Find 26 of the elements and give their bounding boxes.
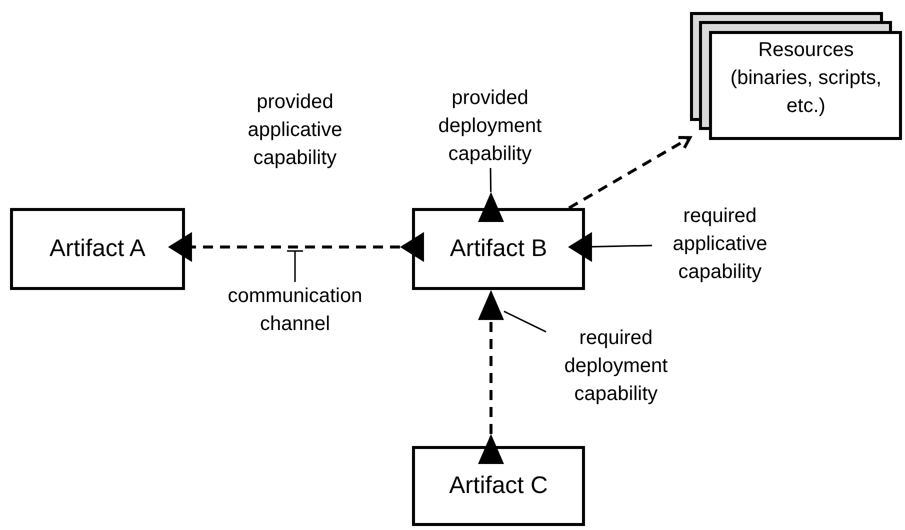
leader-line [490, 168, 492, 192]
capability-triangle [478, 290, 504, 320]
artifact-box [412, 446, 585, 526]
capability-triangle [568, 232, 592, 262]
capability-triangle [478, 434, 504, 464]
capability-label: required deployment capability [546, 324, 686, 408]
dashed-connector [490, 320, 492, 434]
artifact-name: Artifact C [449, 472, 548, 500]
dashed-connector [192, 246, 400, 248]
stacked-resources-box [690, 12, 902, 140]
leader-line [286, 250, 304, 282]
artifact-name: Artifact B [450, 235, 548, 263]
artifact-name: Artifact A [49, 235, 146, 263]
leader-line [592, 244, 652, 248]
capability-label: provided applicative capability [246, 90, 344, 171]
leader-line [504, 310, 546, 333]
artifact-box [10, 208, 185, 290]
artifact-box [412, 208, 585, 290]
capability-label: provided deployment capability [420, 84, 560, 168]
capability-triangle [168, 232, 192, 262]
dashed-connector [568, 136, 692, 210]
resources-text: Resources (binaries, scripts, etc.) [729, 38, 883, 119]
capability-triangle [400, 232, 424, 262]
capability-label: required applicative capability [652, 202, 788, 286]
capability-label: communication channel [200, 282, 390, 338]
capability-triangle [478, 192, 504, 222]
